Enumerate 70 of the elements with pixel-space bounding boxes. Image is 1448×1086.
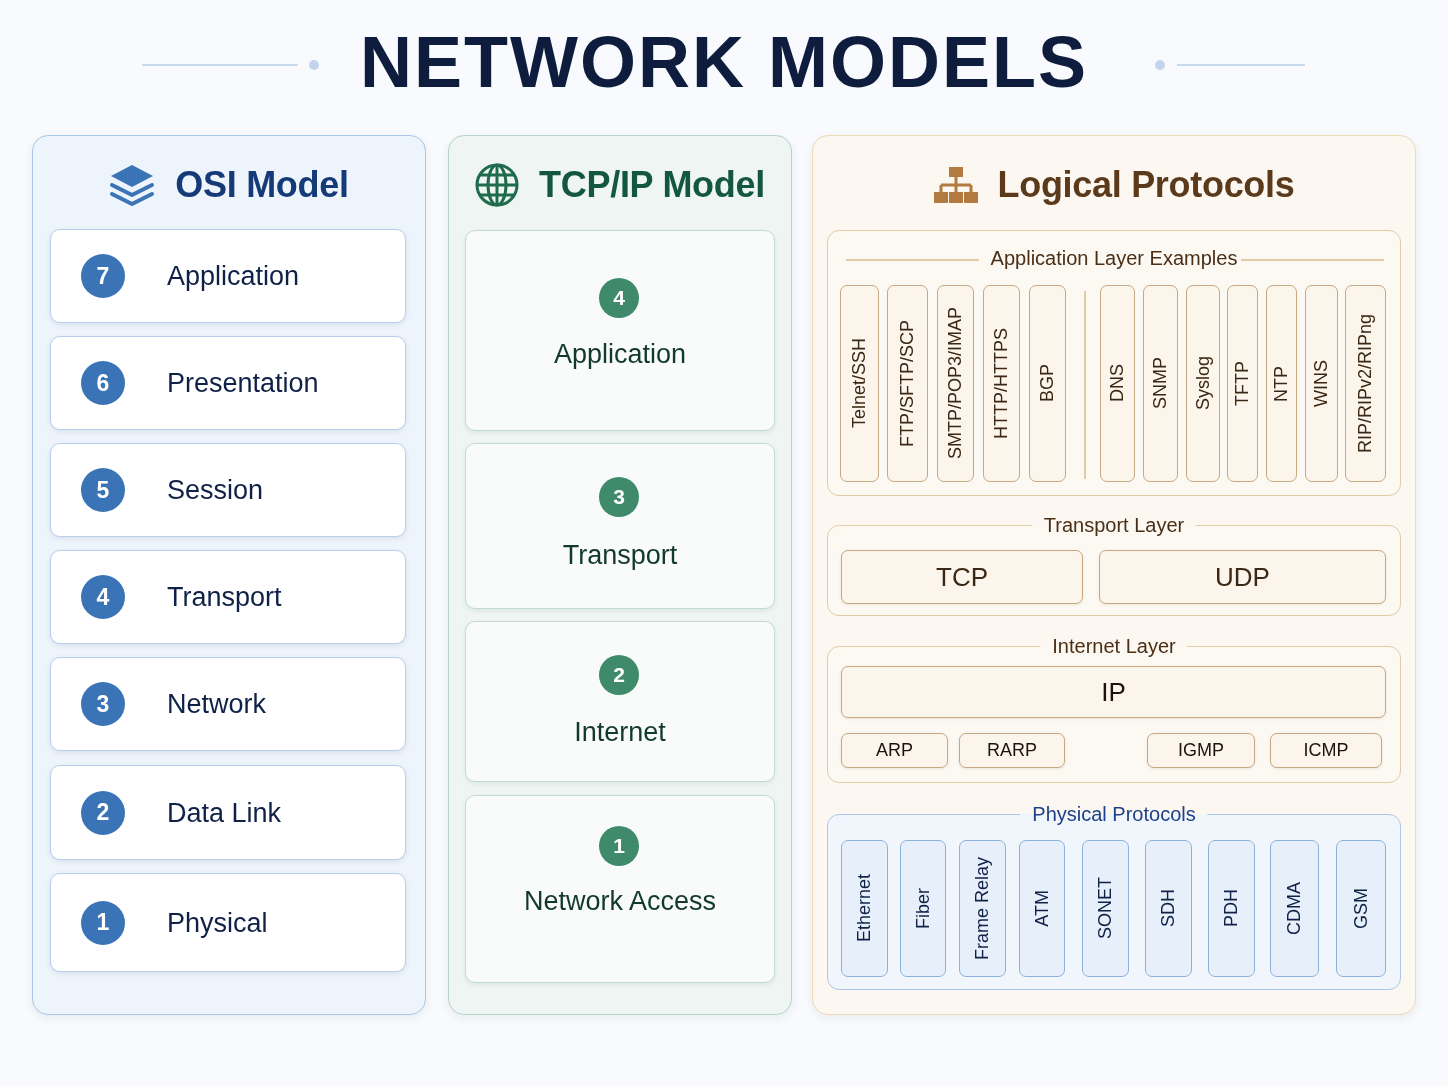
layer-name: Session xyxy=(167,474,264,506)
layer-name: Application xyxy=(553,339,687,370)
number-badge: 1 xyxy=(599,826,639,866)
layer-box xyxy=(50,336,406,430)
layer-box xyxy=(465,230,775,431)
protocol-box: GSM xyxy=(1336,840,1386,977)
number-badge: 1 xyxy=(81,900,125,945)
panel-title: Logical Protocols xyxy=(997,164,1295,206)
protocol-box: UDP xyxy=(1099,550,1386,604)
protocol-box: SONET xyxy=(1082,840,1129,977)
layer-name: Presentation xyxy=(167,367,319,399)
group-frame xyxy=(827,230,1401,496)
protocol-box: HTTP/HTTPS xyxy=(983,285,1020,482)
layer-box xyxy=(50,873,406,972)
protocol-box: Fiber xyxy=(900,840,946,977)
protocol-box: ICMP xyxy=(1270,733,1382,768)
number-badge: 4 xyxy=(599,278,639,318)
layer-box xyxy=(465,621,775,782)
protocol-box: Telnet/SSH xyxy=(840,285,879,482)
layer-name: Application xyxy=(167,260,300,292)
layer-box xyxy=(50,443,406,537)
protocol-box: SNMP xyxy=(1143,285,1178,482)
layer-name: Transport xyxy=(167,581,282,613)
protocol-box: WINS xyxy=(1305,285,1338,482)
layer-name: Internet xyxy=(574,717,666,748)
protocol-box: BGP xyxy=(1029,285,1066,482)
protocol-box: IP xyxy=(841,666,1386,718)
protocol-box: NTP xyxy=(1266,285,1297,482)
protocol-box: Syslog xyxy=(1186,285,1220,482)
model-panel xyxy=(812,135,1416,1015)
protocol-box: RARP xyxy=(959,733,1065,768)
layer-box xyxy=(465,443,775,609)
layer-box xyxy=(50,657,406,751)
protocol-box: TFTP xyxy=(1227,285,1258,482)
model-panel xyxy=(448,135,792,1015)
protocol-box: DNS xyxy=(1100,285,1135,482)
protocol-box: ATM xyxy=(1019,840,1065,977)
number-badge: 3 xyxy=(599,477,639,517)
number-badge: 2 xyxy=(599,655,639,695)
layer-box xyxy=(465,795,775,983)
protocol-box: Frame Relay xyxy=(959,840,1006,977)
protocol-box: TCP xyxy=(841,550,1083,604)
panel-title: OSI Model xyxy=(175,164,349,206)
number-badge: 3 xyxy=(81,682,125,726)
layer-name: Data Link xyxy=(167,797,282,828)
protocol-box: ARP xyxy=(841,733,948,768)
layer-box xyxy=(50,229,406,323)
panel-title: TCP/IP Model xyxy=(539,164,765,206)
number-badge: 5 xyxy=(81,468,125,512)
layer-box xyxy=(50,550,406,644)
page-title: NETWORK MODELS xyxy=(360,21,1088,104)
number-badge: 4 xyxy=(81,575,125,619)
number-badge: 6 xyxy=(81,361,125,405)
layer-name: Network Access xyxy=(523,886,717,917)
protocol-box: SDH xyxy=(1145,840,1192,977)
layer-box xyxy=(50,765,406,860)
number-badge: 7 xyxy=(81,254,125,298)
protocol-box: FTP/SFTP/SCP xyxy=(887,285,928,482)
protocol-box: SMTP/POP3/IMAP xyxy=(937,285,974,482)
layer-name: Network xyxy=(167,688,267,720)
protocol-box: IGMP xyxy=(1147,733,1255,768)
layer-name: Transport xyxy=(562,540,678,571)
protocol-box: CDMA xyxy=(1270,840,1319,977)
model-panel xyxy=(32,135,426,1015)
protocol-box: RIP/RIPv2/RIPng xyxy=(1345,285,1386,482)
layer-name: Physical xyxy=(167,907,268,938)
protocol-box: PDH xyxy=(1208,840,1255,977)
group-title: Application Layer Examples xyxy=(990,246,1238,270)
number-badge: 2 xyxy=(81,790,125,835)
protocol-box: Ethernet xyxy=(841,840,888,977)
